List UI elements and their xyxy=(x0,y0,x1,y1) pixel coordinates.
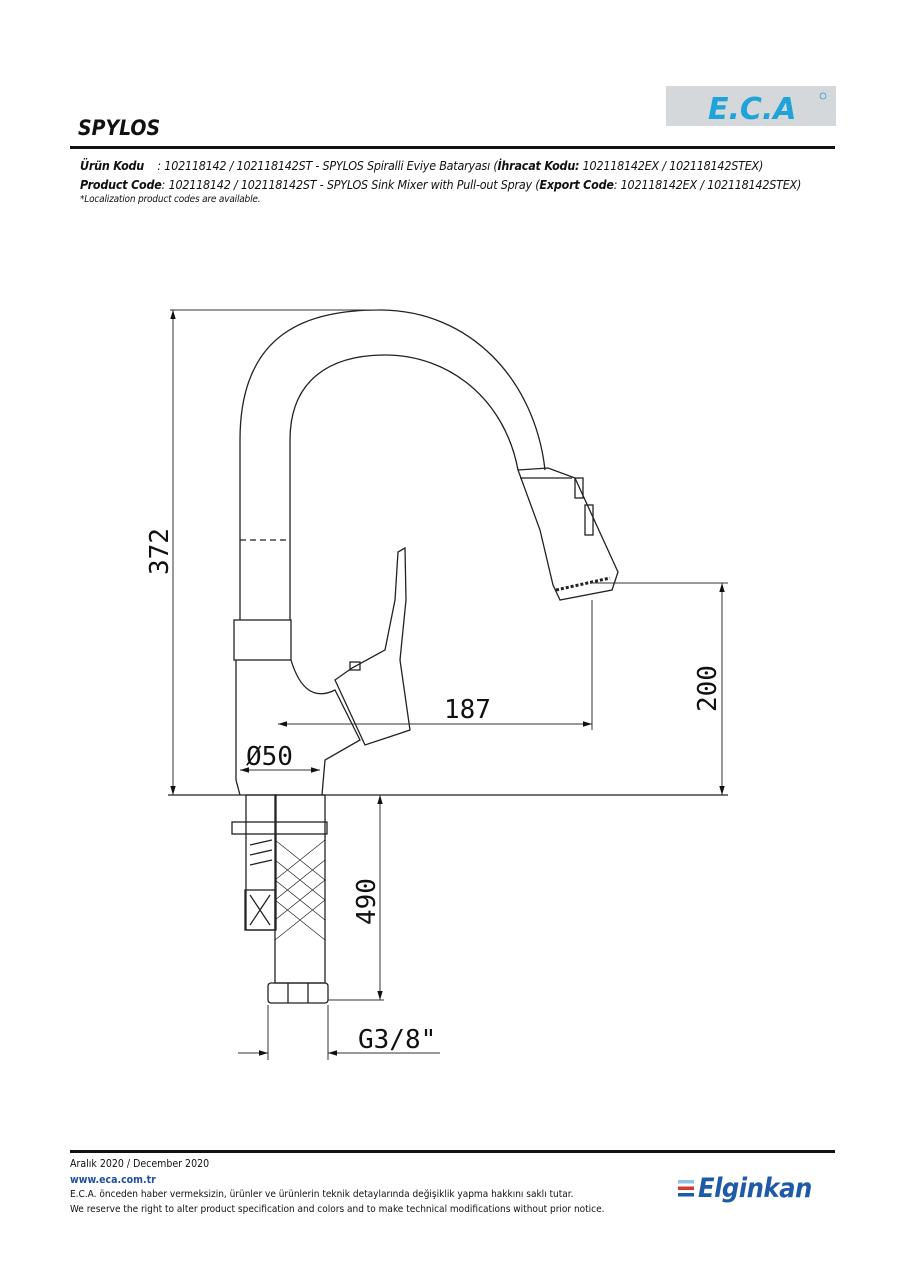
elginkan-logo: Elginkan xyxy=(676,1168,812,1208)
disclaimer-tr: E.C.A. önceden haber vermeksizin, ürünle… xyxy=(70,1189,574,1200)
product-code-en: Product Code: 102118142 / 102118142ST - … xyxy=(80,177,802,192)
date: Aralık 2020 / December 2020 xyxy=(70,1158,210,1170)
eca-logo-mark: E.C.A xyxy=(708,92,827,126)
dimension-lines xyxy=(170,309,728,1060)
faucet-outline xyxy=(168,309,728,1004)
svg-text:E.C.A: E.C.A xyxy=(708,92,797,126)
localization-note: *Localization product codes are availabl… xyxy=(80,194,261,205)
divider xyxy=(70,1150,835,1153)
dim-hose-length: 490 xyxy=(352,878,382,925)
divider xyxy=(70,146,835,149)
website-link[interactable]: www.eca.com.tr xyxy=(70,1174,156,1186)
page-title: SPYLOS xyxy=(78,116,161,140)
dim-reach: 187 xyxy=(444,695,491,725)
dim-total-height: 372 xyxy=(145,528,175,575)
elginkan-mark-icon xyxy=(678,1180,694,1197)
disclaimer-en: We reserve the right to alter product sp… xyxy=(70,1204,605,1215)
dim-diameter: Ø50 xyxy=(246,742,293,772)
eca-logo: E.C.A xyxy=(666,86,836,126)
product-code-tr: Ürün Kodu : 102118142 / 102118142ST - SP… xyxy=(80,158,764,173)
dim-spout-height: 200 xyxy=(693,665,723,712)
dim-thread: G3/8" xyxy=(358,1025,436,1055)
